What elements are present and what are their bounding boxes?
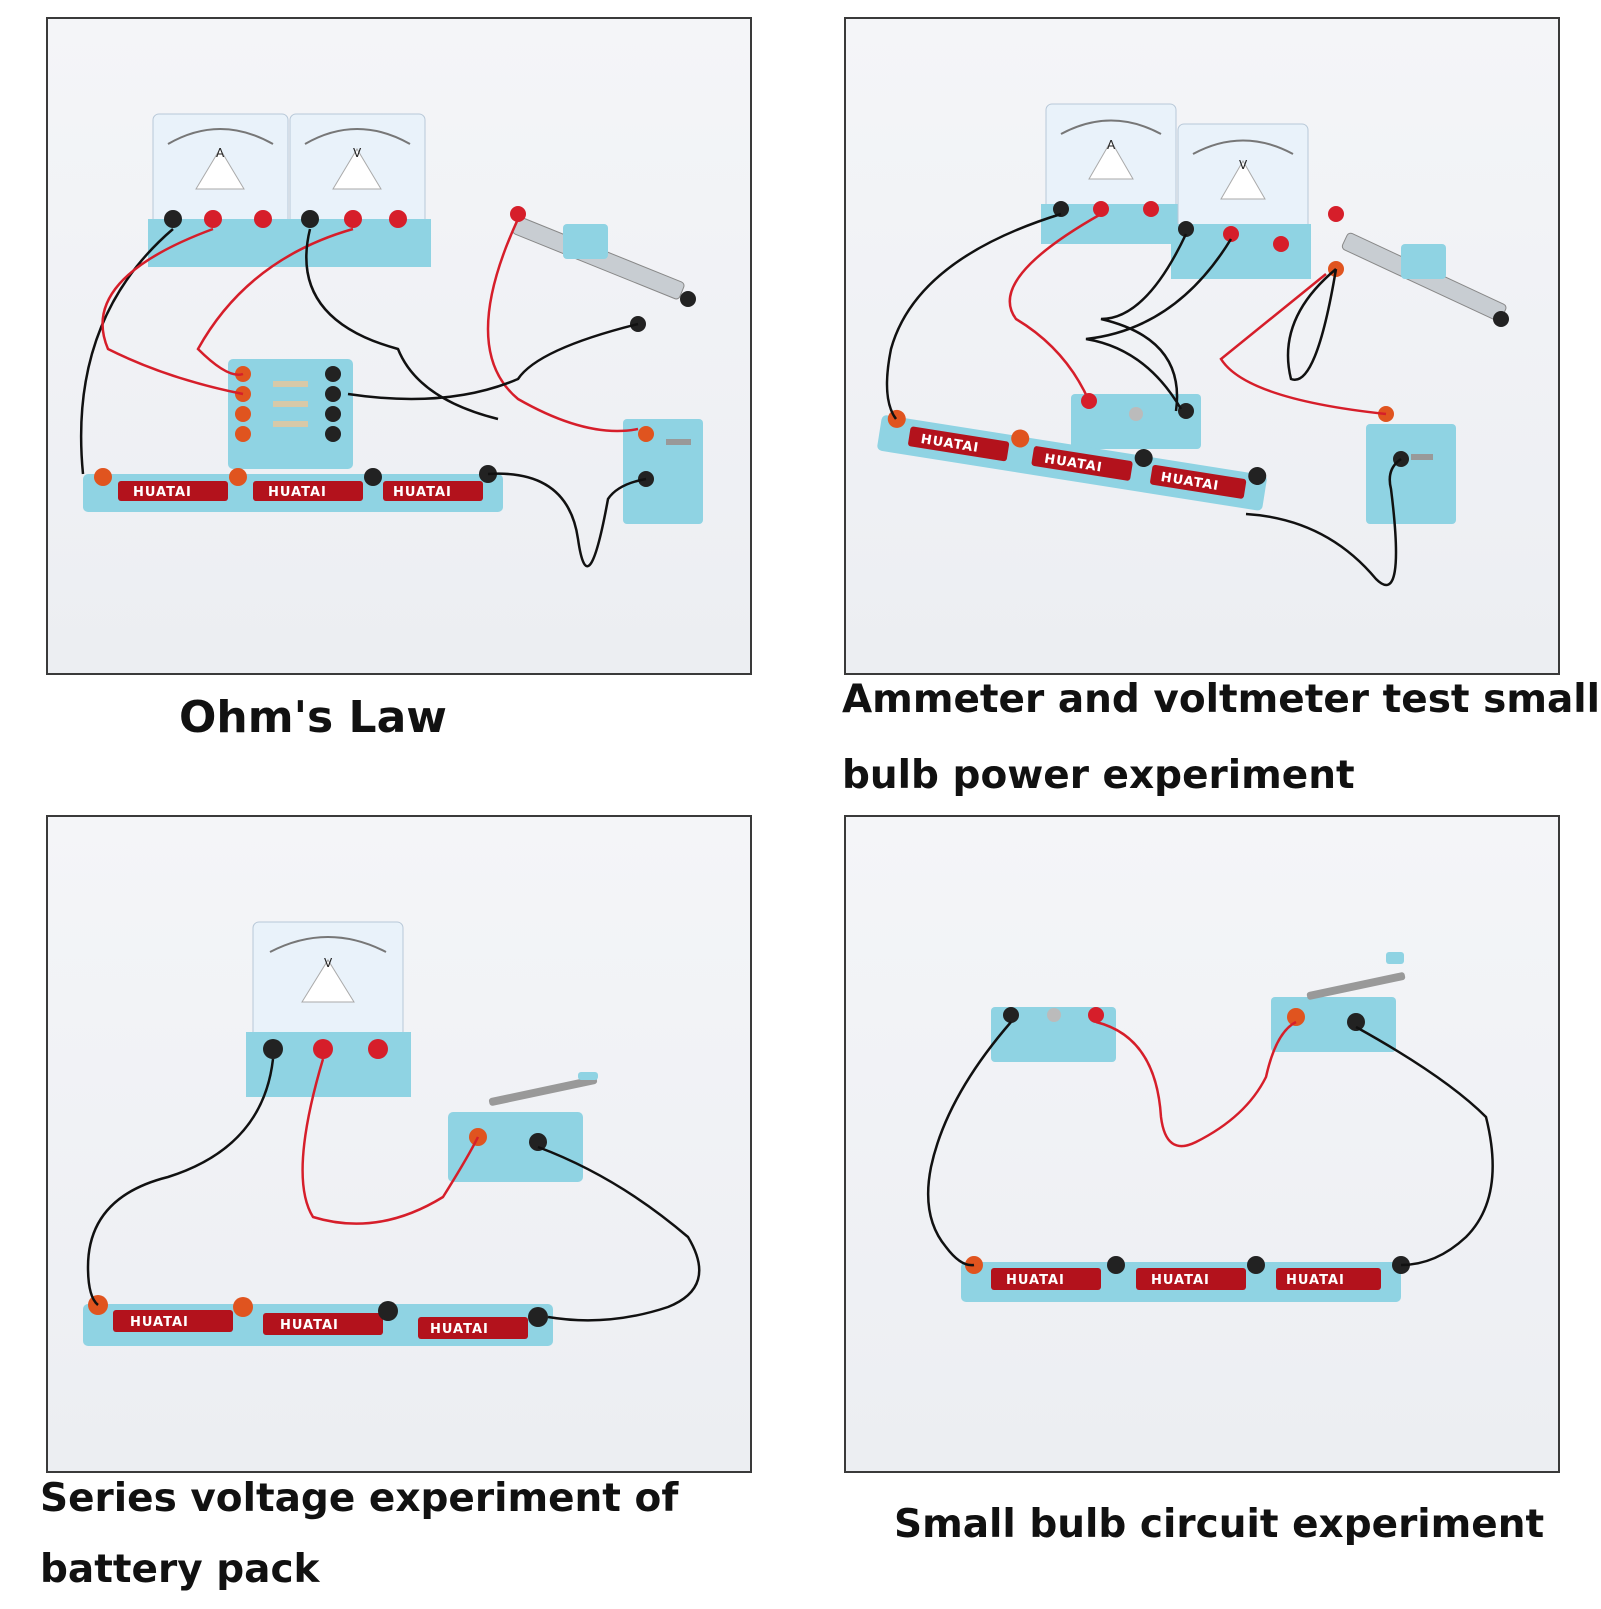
resistor-board: [228, 359, 353, 469]
voltmeter-letter: V: [324, 956, 333, 970]
rheostat: [510, 206, 696, 332]
battery-brand: HUATAI: [430, 1322, 489, 1337]
panel-small-bulb: HUATAI HUATAI HUATAI: [844, 815, 1560, 1473]
caption-ammeter-line2: bulb power experiment: [842, 753, 1355, 798]
ammeter: A: [148, 113, 293, 267]
battery-pack: HUATAI HUATAI HUATAI: [83, 465, 503, 512]
wires: [86, 1058, 701, 1322]
knife-switch: [1366, 406, 1456, 524]
voltmeter: V: [1171, 123, 1311, 279]
voltmeter-letter: V: [1239, 158, 1248, 172]
battery-pack: HUATAI HUATAI HUATAI: [877, 409, 1267, 511]
battery-pack: HUATAI HUATAI HUATAI: [961, 1256, 1410, 1302]
battery-brand: HUATAI: [1286, 1273, 1345, 1288]
knife-switch: [448, 1072, 598, 1182]
caption-ohms-law: Ohm's Law: [179, 692, 447, 743]
battery-brand: HUATAI: [130, 1315, 189, 1330]
voltmeter-letter: V: [353, 146, 362, 160]
caption-series-line2: battery pack: [40, 1547, 320, 1592]
voltmeter: V: [246, 921, 411, 1097]
wires: [885, 212, 1402, 587]
voltmeter: V: [286, 113, 431, 267]
battery-pack: HUATAI HUATAI HUATAI: [83, 1295, 553, 1346]
rheostat: [1328, 206, 1509, 327]
wires: [79, 218, 647, 568]
panel-ohms-law: A V: [46, 17, 752, 675]
bulb-holder: [991, 1007, 1116, 1062]
panel-series-voltage: V HUATAI HUATAI HUATAI: [46, 815, 752, 1473]
battery-brand: HUATAI: [393, 485, 452, 500]
battery-brand: HUATAI: [1006, 1273, 1065, 1288]
caption-series-line1: Series voltage experiment of: [40, 1476, 679, 1521]
panel-ammeter-voltmeter: A V: [844, 17, 1560, 675]
knife-switch: [1271, 952, 1406, 1052]
knife-switch: [623, 419, 703, 524]
ammeter-letter: A: [1107, 138, 1116, 152]
bulb-holder: [1071, 393, 1201, 449]
ammeter-letter: A: [216, 146, 225, 160]
wires: [926, 1020, 1494, 1267]
battery-brand: HUATAI: [133, 485, 192, 500]
battery-brand: HUATAI: [280, 1318, 339, 1333]
ammeter: A: [1041, 103, 1181, 244]
battery-brand: HUATAI: [1151, 1273, 1210, 1288]
caption-small-bulb: Small bulb circuit experiment: [894, 1502, 1545, 1547]
battery-brand: HUATAI: [268, 485, 327, 500]
caption-ammeter-line1: Ammeter and voltmeter test small: [842, 677, 1601, 722]
